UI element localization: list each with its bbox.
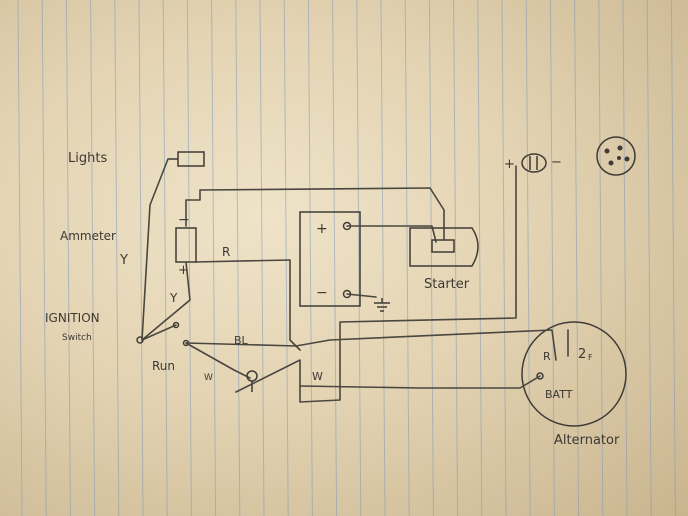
- plug-connector-icon: [596, 136, 636, 176]
- alternator-batt-terminal: [536, 372, 544, 380]
- switch-label: Switch: [62, 333, 92, 343]
- paper-rule-line: [186, 0, 192, 516]
- paper-rule-line: [646, 0, 652, 516]
- plug-pins: [604, 145, 630, 166]
- wire-r-label: R: [222, 245, 230, 259]
- ammeter-minus-label: −: [178, 212, 190, 228]
- paper-rule-line: [404, 0, 410, 516]
- paper-rule-line: [428, 0, 434, 516]
- starter-symbol: [409, 227, 479, 267]
- battery-minus-label: −: [316, 285, 328, 301]
- paper-rule-line: [477, 0, 483, 516]
- alternator-f-label: F: [588, 353, 593, 362]
- battery-symbol: [299, 211, 361, 307]
- battery-plus-label: +: [316, 221, 328, 237]
- paper-rule-line: [670, 0, 676, 516]
- paper-rule-line: [90, 0, 96, 516]
- paper-rule-line: [138, 0, 144, 516]
- paper-rule-line: [211, 0, 217, 516]
- paper-rule-line: [41, 0, 47, 516]
- lights-label: Lights: [68, 151, 107, 166]
- wire-w-label-2: W: [312, 370, 323, 383]
- ignition-label: IGNITION: [45, 311, 100, 325]
- paper-rule-lines: [17, 0, 676, 516]
- wires: [141, 158, 569, 403]
- paper-rule-line: [235, 0, 241, 516]
- wire-r: [194, 259, 301, 351]
- alternator-2-label: 2: [578, 347, 586, 362]
- wire-bl: [185, 329, 557, 361]
- paper-rule-line: [17, 0, 23, 516]
- light-minus-label: −: [551, 155, 562, 170]
- alternator-symbol: [521, 321, 627, 427]
- light-plus-label: +: [504, 157, 515, 172]
- wire-y-label-1: Y: [119, 253, 128, 268]
- alternator-r-label: R: [543, 350, 551, 363]
- paper-rule-line: [283, 0, 289, 516]
- wire-bl-label: BL: [234, 334, 249, 347]
- starter-label: Starter: [424, 277, 470, 292]
- paper-rule-line: [501, 0, 507, 516]
- wire-w-run: [185, 342, 251, 379]
- alternator-batt-label: BATT: [545, 388, 573, 401]
- run-label: Run: [152, 359, 175, 373]
- paper-rule-line: [259, 0, 265, 516]
- ammeter-symbol: [175, 227, 197, 263]
- ignition-acc-terminal: [172, 321, 180, 329]
- ammeter-plus-label: +: [178, 263, 189, 278]
- ground-icon: [374, 298, 390, 312]
- paper-rule-line: [380, 0, 386, 516]
- light-bulb-icon: [177, 151, 205, 167]
- resistor-icon: [246, 370, 258, 392]
- paper-rule-line: [453, 0, 459, 516]
- wire-w-label-1: W: [204, 373, 213, 383]
- indicator-lamp-icon: [521, 153, 547, 173]
- wire-ignition-acc: [141, 324, 177, 341]
- wire-battery-ground: [346, 293, 377, 298]
- paper-rule-line: [525, 0, 531, 516]
- alternator-label: Alternator: [554, 433, 620, 448]
- paper-rule-line: [622, 0, 628, 516]
- ammeter-label: Ammeter: [60, 229, 116, 243]
- paper-rule-line: [65, 0, 71, 516]
- wire-w-alternator: [299, 375, 541, 389]
- wire-battery-starter: [346, 225, 437, 243]
- paper-rule-line: [574, 0, 580, 516]
- paper-rule-line: [356, 0, 362, 516]
- paper-rule-line: [598, 0, 604, 516]
- starter-solenoid: [431, 239, 455, 253]
- paper-rule-line: [307, 0, 313, 516]
- wire-y-ammeter: [141, 261, 191, 341]
- wire-ammeter-to-starter: [185, 187, 445, 241]
- wire-lights: [141, 158, 169, 341]
- wire-indicator: [235, 165, 517, 403]
- paper-rule-line: [162, 0, 168, 516]
- paper-rule-line: [549, 0, 555, 516]
- paper-rule-line: [332, 0, 338, 516]
- wire-y-label-2: Y: [169, 291, 178, 305]
- paper-rule-line: [114, 0, 120, 516]
